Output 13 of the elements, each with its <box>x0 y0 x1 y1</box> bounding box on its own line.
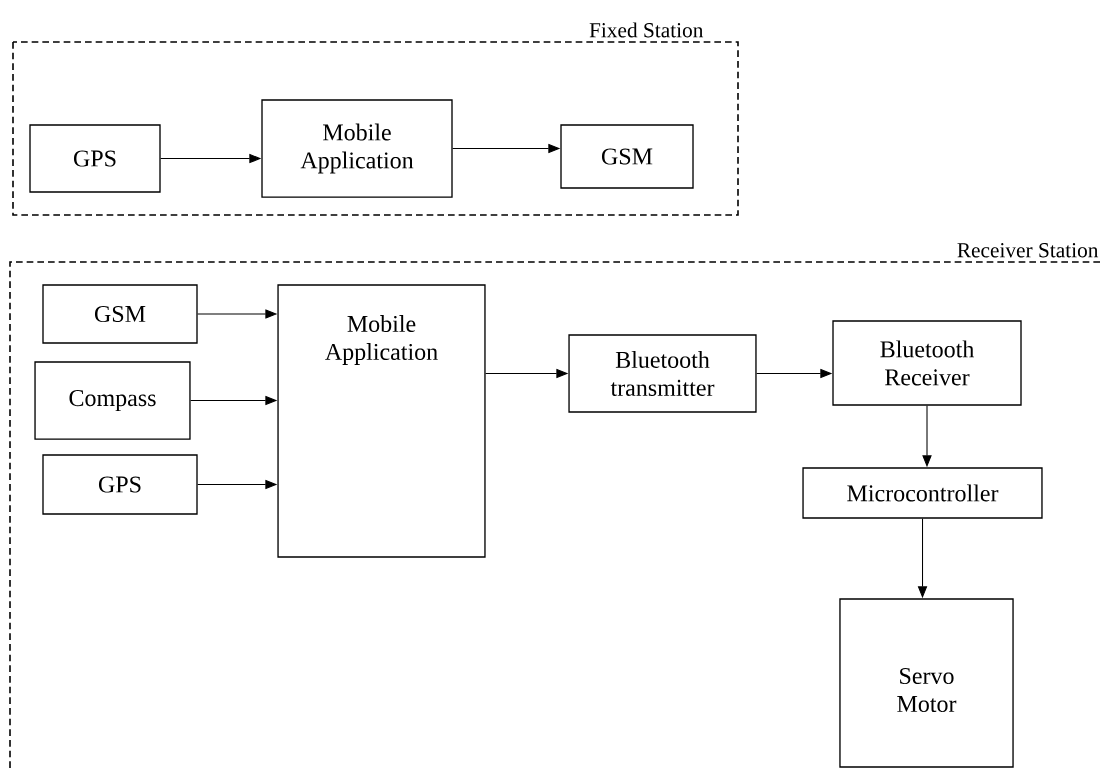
station-title: Fixed Station <box>589 22 704 38</box>
process-box: Microcontroller <box>802 467 1043 519</box>
process-box: GSM <box>42 284 198 344</box>
process-box: Mobile Application <box>261 99 453 198</box>
process-box: GPS <box>29 124 161 193</box>
process-box: GPS <box>42 454 198 515</box>
process-box: Servo Motor <box>839 598 1014 768</box>
process-box: Compass <box>34 361 191 440</box>
process-box: Bluetooth Receiver <box>832 320 1022 406</box>
station-title: Receiver Station <box>957 243 1099 258</box>
process-box: Mobile Application <box>277 284 486 558</box>
process-box: GSM <box>560 124 694 189</box>
process-box: Bluetooth transmitter <box>568 334 757 413</box>
